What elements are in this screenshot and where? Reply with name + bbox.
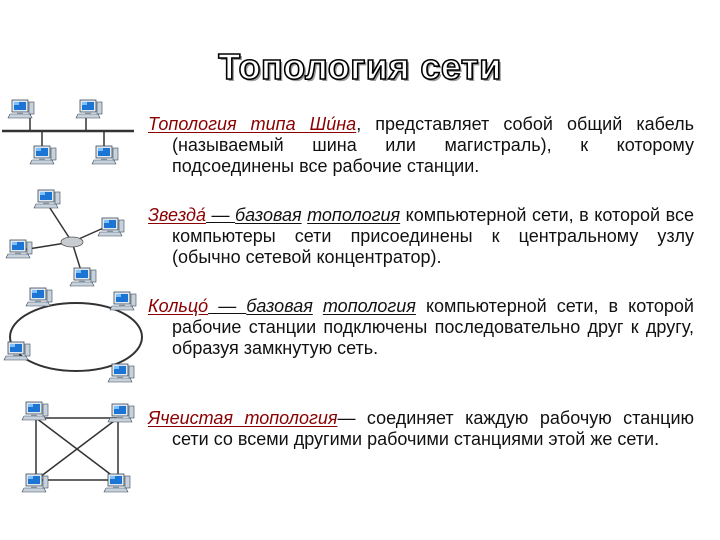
bus-term: Топология типа Ши́на bbox=[148, 114, 357, 134]
star-dash: — bbox=[205, 205, 236, 225]
ring-dash: — bbox=[208, 296, 247, 316]
ring-link-basic[interactable]: базовая bbox=[246, 296, 313, 316]
bus-topology-description: Топология типа Ши́на, представляет собой… bbox=[148, 114, 694, 177]
ring-text: компьютерной сети, в которой рабочие ста… bbox=[172, 296, 694, 358]
mesh-term: Ячеистая топология bbox=[148, 408, 338, 428]
star-topology-diagram bbox=[5, 189, 125, 287]
bus-topology-diagram bbox=[2, 99, 134, 165]
star-link-topology[interactable]: топология bbox=[307, 205, 401, 225]
ring-link-topology[interactable]: топология bbox=[322, 296, 416, 316]
star-term: Звезда́ bbox=[148, 205, 206, 225]
bus-text: , представляет собой общий кабель (назыв… bbox=[172, 114, 695, 176]
star-text: компьютерной сети, в которой все компьют… bbox=[172, 205, 694, 267]
star-topology-description: Звезда́ — базовая топология компьютерной… bbox=[148, 205, 694, 268]
star-link-basic[interactable]: базовая bbox=[235, 205, 302, 225]
ring-topology-description: Кольцо́ — базовая топология компьютерной… bbox=[148, 296, 694, 359]
mesh-topology-description: Ячеистая топология— соединяет каждую раб… bbox=[148, 408, 694, 450]
mesh-text: — соединяет каждую рабочую станцию сети … bbox=[172, 408, 694, 449]
mesh-topology-diagram bbox=[21, 401, 135, 493]
ring-topology-diagram bbox=[3, 287, 143, 383]
ring-term: Кольцо́ bbox=[148, 296, 209, 316]
page-title: Топология сети bbox=[217, 45, 502, 88]
topology-diagrams bbox=[2, 99, 143, 493]
